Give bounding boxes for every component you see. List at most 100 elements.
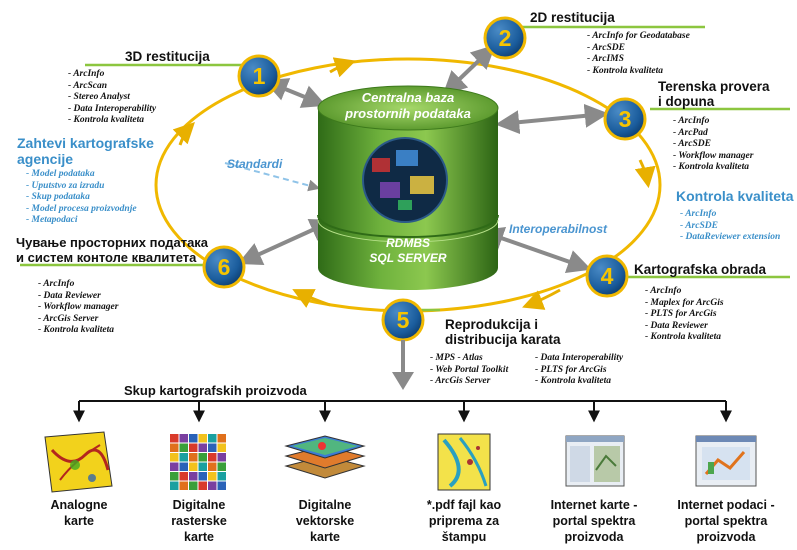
step-1-title: 3D restitucija <box>125 49 210 64</box>
raster-cell <box>198 453 207 462</box>
product-label-internet-data: Internet podaci - portal spektra proizvo… <box>661 497 791 545</box>
tool-item: ArcInfo <box>38 279 118 291</box>
link-arrow-6 <box>237 219 335 265</box>
tool-item: Kontrola kvaliteta <box>38 325 118 337</box>
tool-item: Kontrola kvaliteta <box>673 162 753 174</box>
ring-arrow <box>172 122 195 146</box>
tool-item: Kontrola kvaliteta <box>535 376 623 388</box>
requirements-title-line: agencije <box>17 151 74 167</box>
tool-item: Web Portal Toolkit <box>430 365 508 377</box>
output-arrow-head <box>392 372 414 390</box>
tool-item: ArcInfo <box>680 209 780 221</box>
raster-cell <box>179 434 188 443</box>
product-label-line: priprema za <box>428 514 500 528</box>
step-4-tools: ArcInfo Maplex for ArcGis PLTS for ArcGi… <box>645 286 724 344</box>
link-arrow-4 <box>479 227 592 273</box>
ring-arrow <box>292 289 331 308</box>
tool-item: ArcSDE <box>673 139 753 151</box>
requirements-items: Model podataka Uputstvo za izradu Skup p… <box>26 169 137 227</box>
raster-cell <box>208 443 217 452</box>
raster-cell <box>208 481 217 490</box>
raster-cell <box>179 443 188 452</box>
tool-item: Maplex for ArcGis <box>645 298 724 310</box>
raster-cell <box>170 434 179 443</box>
raster-cell <box>170 481 179 490</box>
step-5-tools-left: MPS - Atlas Web Portal Toolkit ArcGis Se… <box>430 353 508 388</box>
tool-item: ArcIMS <box>587 54 690 66</box>
product-label-line: Internet podaci - <box>677 498 775 512</box>
raster-cell <box>217 472 226 481</box>
step-number-6: 6 <box>218 254 231 280</box>
step-3-title-line: i dopuna <box>658 94 715 109</box>
product-label-analog: Analogne karte <box>14 497 144 529</box>
requirement-item: Model procesa proizvodnje <box>26 204 137 216</box>
step-6-title: Чување просторних података и систем конт… <box>16 235 208 265</box>
interoperability-label: Interoperabilnost <box>509 222 608 236</box>
kontrola-tools: ArcInfo ArcSDE DataReviewer extension <box>680 209 780 244</box>
step-6-tools: ArcInfo Data Reviewer Workflow manager A… <box>38 279 118 337</box>
tool-item: Kontrola kvaliteta <box>68 115 156 127</box>
raster-cell <box>189 453 198 462</box>
product-label-line: karte <box>184 530 214 544</box>
tool-item: ArcSDE <box>587 43 690 55</box>
raster-cell <box>208 434 217 443</box>
internet-data-icon <box>695 435 757 487</box>
link-arrow-2 <box>442 44 496 96</box>
rdbms-line: SQL SERVER <box>369 251 447 265</box>
tool-item: Stereo Analyst <box>68 92 156 104</box>
internet-map-icon <box>565 435 625 487</box>
tool-item: ArcInfo <box>645 286 724 298</box>
tool-item: ArcGis Server <box>38 314 118 326</box>
step-circle-4 <box>585 254 629 298</box>
raster-cell <box>217 453 226 462</box>
central-database-cylinder <box>317 85 499 290</box>
step-number-5: 5 <box>397 307 410 333</box>
tool-item: Kontrola kvaliteta <box>645 332 724 344</box>
raster-cell <box>189 443 198 452</box>
tool-item: Data Interoperability <box>68 104 157 116</box>
step-6-title-line: Чување просторних података <box>16 235 209 250</box>
central-database-line: prostornih podataka <box>345 106 471 121</box>
tool-item: Kontrola kvaliteta <box>587 66 690 78</box>
step-circle-6 <box>202 245 246 289</box>
tool-item: Data Reviewer <box>38 291 118 303</box>
product-label-pdf: *.pdf fajl kao priprema za štampu <box>399 497 529 545</box>
tool-item: ArcInfo <box>68 69 156 81</box>
raster-cell <box>189 462 198 471</box>
product-label-line: Internet karte - <box>550 498 638 512</box>
raster-cell <box>198 462 207 471</box>
step-2-title: 2D restitucija <box>530 10 615 25</box>
requirement-item: Uputstvo za izradu <box>26 181 137 193</box>
product-label-line: Digitalne <box>298 498 352 512</box>
raster-cell <box>170 472 179 481</box>
product-label-line: proizvoda <box>696 530 756 544</box>
step-circle-1 <box>237 54 281 98</box>
raster-cell <box>198 481 207 490</box>
requirements-title: Zahtevi kartografske agencije <box>17 135 154 167</box>
product-label-line: *.pdf fajl kao <box>426 498 502 512</box>
tool-item: ArcGis Server <box>430 376 508 388</box>
step-number-1: 1 <box>253 63 266 89</box>
raster-cell <box>170 453 179 462</box>
step-number-3: 3 <box>619 106 632 132</box>
product-tree <box>73 400 732 423</box>
step-2-tools: ArcInfo for Geodatabase ArcSDE ArcIMS Ko… <box>587 31 690 77</box>
product-label-line: proizvoda <box>564 530 624 544</box>
tool-item: ArcScan <box>68 81 156 93</box>
raster-cell <box>198 443 207 452</box>
product-label-line: vektorske <box>295 514 355 528</box>
raster-cell <box>217 462 226 471</box>
tool-item: Workflow manager <box>673 151 753 163</box>
step-3-title-line: Terenska provera <box>658 79 770 94</box>
step-circle-2 <box>483 16 527 60</box>
requirement-item: Model podataka <box>26 169 137 181</box>
step-number-4: 4 <box>601 263 614 289</box>
requirement-item: Metapodaci <box>26 215 137 227</box>
tool-item: Workflow manager <box>38 302 118 314</box>
step-6-title-line: и систем контоле квалитета <box>16 250 197 265</box>
rdbms-line: RDMBS <box>386 236 430 250</box>
requirement-item: Skup podataka <box>26 192 137 204</box>
ring-arrow <box>634 159 656 189</box>
